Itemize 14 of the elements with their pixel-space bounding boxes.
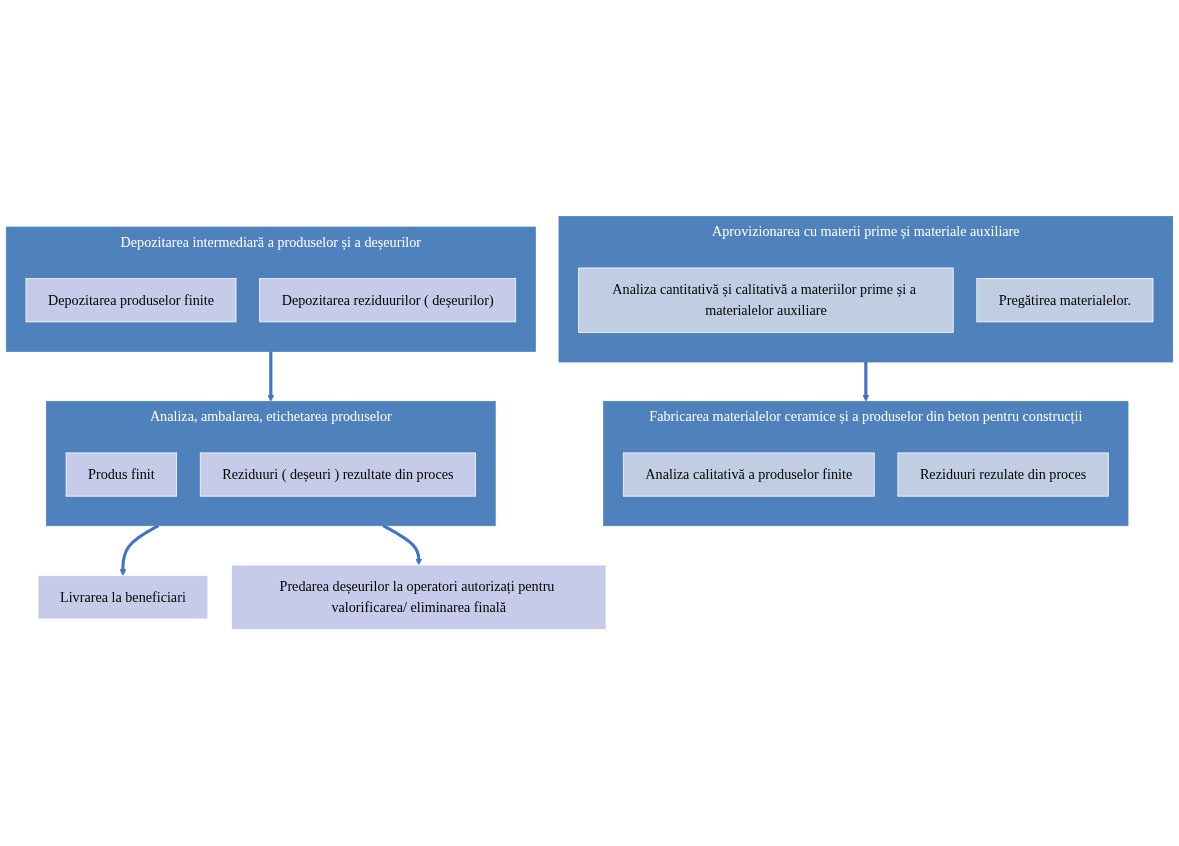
node-box: Livrarea la beneficiari [37,575,209,620]
arrow [862,362,870,402]
node-box: Depozitarea reziduurilor ( deșeurilor) [259,278,517,323]
arrow [267,351,275,402]
node-box: Analiza calitativă a produselor finite [622,452,875,497]
node-box: Produs finit [65,452,178,497]
node-box: Pregătirea materialelor. [976,278,1154,323]
node-box: Reziduuri rezulate din proces [897,452,1109,497]
node-box: Predarea deșeurilor la operatori autorizați pentru valorificarea/ eliminarea finală [231,564,607,630]
node-box: Depozitarea produselor finite [25,278,237,323]
node-box: Analiza cantitativă și calitativă a materiilor prime și a materialelor auxiliare [578,267,954,333]
arrow [119,524,160,576]
arrow [382,524,423,566]
node-box: Reziduuri ( deșeuri ) rezultate din proces [199,452,476,497]
